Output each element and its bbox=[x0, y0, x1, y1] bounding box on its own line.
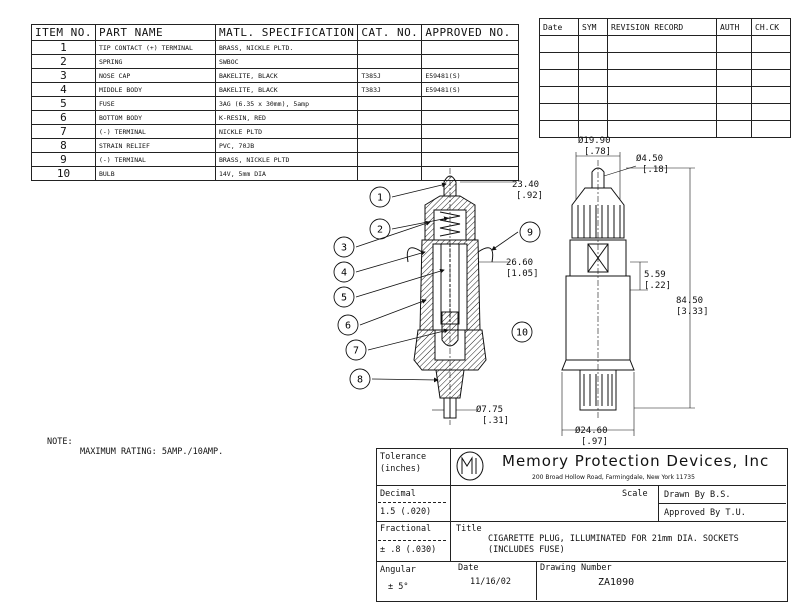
revision-body bbox=[539, 35, 791, 138]
dim-overall-length: 84.50 [3.33] bbox=[676, 296, 709, 317]
drawn-by: Drawn By B.S. bbox=[664, 490, 731, 500]
drawing-number-label: Drawing Number bbox=[540, 563, 612, 573]
scale-label: Scale bbox=[622, 489, 648, 499]
company-name: Memory Protection Devices, Inc bbox=[502, 452, 770, 470]
callout-circle bbox=[349, 368, 371, 390]
callout-circle bbox=[333, 286, 355, 308]
dim-body-width: 26.60 [1.05] bbox=[506, 258, 539, 279]
callout-group: 1 2 3 4 5 6 7 8 9 10 bbox=[333, 186, 541, 390]
callout-number: 9 bbox=[527, 228, 533, 239]
dim-base-dia: Ø24.60 [.97] bbox=[575, 426, 609, 447]
dim-strain-relief-dia: Ø7.75 [.31] bbox=[476, 405, 510, 426]
revision-record-table: Date SYM REVISION RECORD AUTH CH.CK bbox=[539, 18, 791, 138]
callout-circle bbox=[333, 236, 355, 258]
dim-tip-length: 23.40 [.92] bbox=[512, 180, 544, 201]
side-dimensions bbox=[561, 152, 695, 436]
section-view bbox=[406, 168, 494, 425]
leader-lines bbox=[355, 182, 519, 383]
dim-nose-dia: Ø19.90 [.78] bbox=[578, 136, 612, 157]
callout-number: 5 bbox=[341, 293, 347, 304]
callout-circle bbox=[369, 186, 391, 208]
angular-value: ± 5° bbox=[388, 582, 409, 592]
callout-circle bbox=[511, 321, 533, 343]
callout-number: 8 bbox=[357, 375, 363, 386]
bom-header-approved: APPROVED NO. bbox=[421, 24, 520, 41]
callout-circle bbox=[345, 339, 367, 361]
callout-circle bbox=[337, 314, 359, 336]
section-dimensions bbox=[432, 181, 515, 411]
callout-circle bbox=[519, 221, 541, 243]
decimal-label: Decimal bbox=[380, 489, 416, 499]
approved-by: Approved By T.U. bbox=[664, 508, 746, 518]
callout-number: 10 bbox=[516, 328, 528, 339]
fractional-label: Fractional bbox=[380, 524, 432, 534]
revision-header-row: Date SYM REVISION RECORD AUTH CH.CK bbox=[539, 18, 791, 36]
date-label: Date bbox=[458, 563, 479, 573]
callout-number: 4 bbox=[341, 268, 347, 279]
callout-number: 7 bbox=[353, 346, 359, 357]
company-address: 200 Broad Hollow Road, Farmingdale, New … bbox=[532, 474, 695, 481]
title-label: Title bbox=[456, 524, 482, 534]
inches-label: (inches) bbox=[380, 464, 421, 474]
callout-number: 3 bbox=[341, 243, 347, 254]
callout-number: 1 bbox=[377, 193, 383, 204]
side-view bbox=[561, 160, 635, 420]
bom-approved-number bbox=[421, 166, 520, 181]
mpd-logo bbox=[456, 451, 484, 481]
callout-circle bbox=[333, 261, 355, 283]
decimal-value: 1.5 (.020) bbox=[380, 507, 432, 517]
dim-tip-dia: Ø4.50 [.18] bbox=[636, 154, 670, 175]
bom-material: 14V, 5mm DIA bbox=[214, 166, 359, 181]
angular-label: Angular bbox=[380, 565, 416, 575]
drawing-number-value: ZA1090 bbox=[598, 577, 635, 588]
title-block bbox=[376, 448, 788, 602]
title-line-1: CIGARETTE PLUG, ILLUMINATED FOR 21mm DIA… bbox=[488, 534, 739, 544]
title-line-2: (INCLUDES FUSE) bbox=[488, 545, 565, 555]
tolerance-label: Tolerance bbox=[380, 452, 427, 462]
dim-contact-offset: 5.59 [.22] bbox=[644, 270, 672, 291]
note-text: MAXIMUM RATING: 5AMP./10AMP. bbox=[80, 447, 224, 457]
date-value: 11/16/02 bbox=[470, 577, 511, 587]
callout-number: 6 bbox=[345, 321, 351, 332]
fractional-value: ± .8 (.030) bbox=[380, 545, 437, 555]
callout-number: 2 bbox=[377, 225, 383, 236]
bill-of-materials-table: ITEM NO. PART NAME MATL. SPECIFICATION C… bbox=[31, 24, 520, 181]
note-title: NOTE: bbox=[47, 437, 73, 447]
